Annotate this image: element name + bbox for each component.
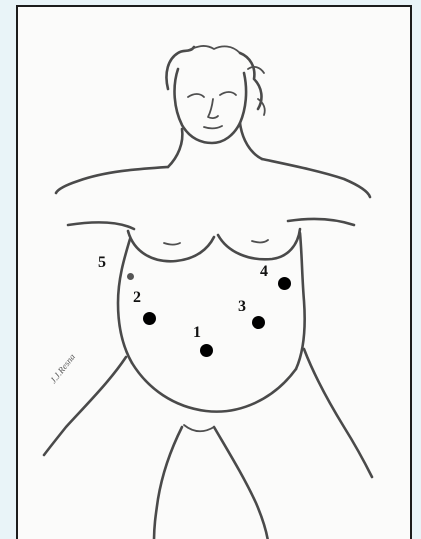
right-breast <box>218 229 300 259</box>
neck-left <box>168 129 182 167</box>
left-leg-inner <box>154 427 182 539</box>
point-label-3: 3 <box>238 299 246 315</box>
point-marker-5 <box>127 273 134 280</box>
nose <box>208 99 218 118</box>
point-label-1: 1 <box>193 325 201 341</box>
right-arm-inner <box>288 219 354 225</box>
left-shoulder <box>56 167 168 193</box>
right-eye <box>220 92 236 95</box>
point-label-4: 4 <box>260 264 268 280</box>
right-leg-inner <box>214 427 268 539</box>
left-arm-inner <box>68 222 134 229</box>
right-nipple-line <box>252 240 268 242</box>
left-breast <box>128 231 214 261</box>
neck-right <box>240 123 262 159</box>
hair-wisp <box>248 67 265 115</box>
point-label-2: 2 <box>133 290 141 306</box>
hair-top <box>186 46 240 53</box>
point-marker-4 <box>278 277 291 290</box>
illustration-frame: 5 2 4 3 1 J.J.Resna <box>16 5 412 539</box>
face-outline <box>175 69 247 143</box>
mouth <box>204 126 222 128</box>
point-marker-2 <box>143 312 156 325</box>
right-leg-outer <box>304 349 372 477</box>
point-marker-1 <box>200 344 213 357</box>
belly-lower <box>132 363 296 412</box>
left-nipple-line <box>164 243 180 245</box>
hair-right <box>240 53 261 109</box>
body-line-drawing <box>18 7 412 539</box>
left-eye <box>188 94 204 97</box>
hair-left <box>166 47 194 89</box>
groin-line <box>184 425 214 431</box>
point-marker-3 <box>252 316 265 329</box>
point-label-5: 5 <box>98 255 106 271</box>
right-shoulder <box>262 159 370 197</box>
left-torso <box>118 239 132 363</box>
